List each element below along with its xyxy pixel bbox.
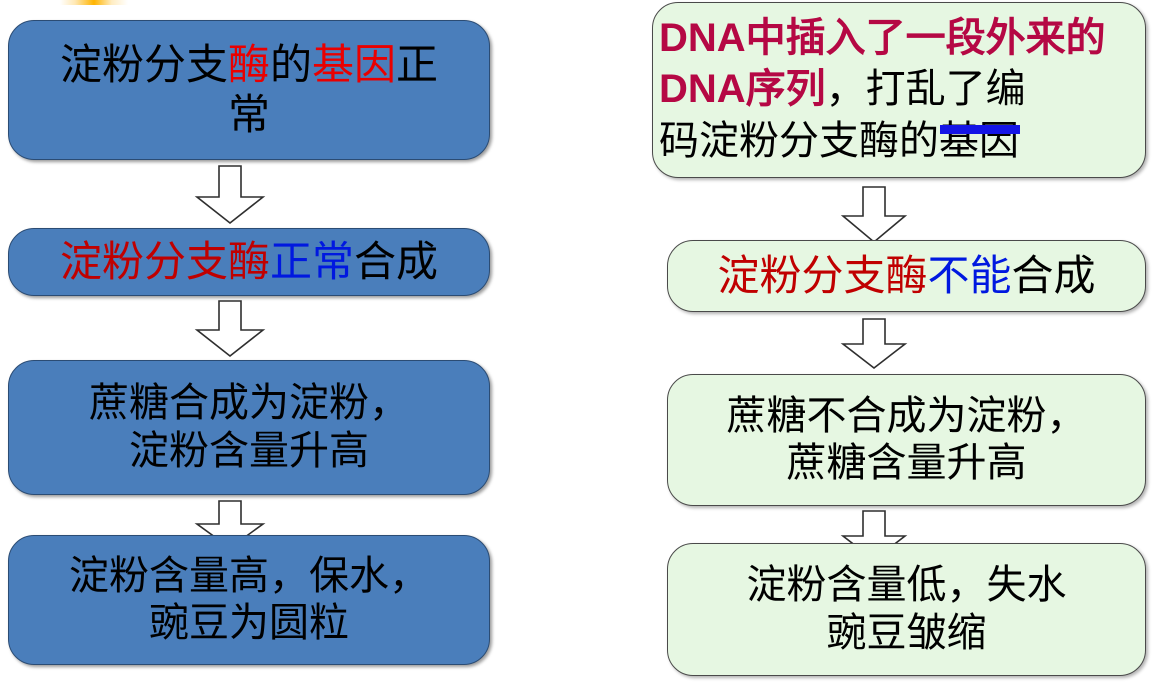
right-box-4-text: 淀粉含量低，失水 豌豆皱缩: [746, 563, 1067, 655]
left-box-3-text: 蔗糖合成为淀粉， 淀粉含量升高: [89, 381, 409, 473]
left-box-3: 蔗糖合成为淀粉， 淀粉含量升高: [8, 360, 490, 495]
left-box-2: 淀粉分支酶正常合成: [8, 228, 490, 296]
right-box-3: 蔗糖不合成为淀粉， 蔗糖含量升高: [667, 374, 1146, 506]
run-text: ，打乱了编 码淀粉分支酶的基因: [659, 67, 1026, 163]
run-text: 合成: [354, 238, 439, 286]
gold-gradient-sliver: [60, 0, 128, 5]
highlight-bar: [940, 125, 1020, 134]
run-text: DNA中插入了一段外来: [659, 16, 1066, 61]
right-arrow-1: [840, 186, 908, 244]
run-text: 基因: [312, 41, 397, 89]
right-box-2: 淀粉分支酶不能合成: [667, 240, 1146, 312]
left-arrow-1: [194, 165, 266, 225]
run-text: 的DNA序列: [659, 16, 1106, 112]
run-text: 不能: [927, 252, 1012, 300]
run-text: 淀粉分支酶: [59, 238, 270, 286]
right-box-1-text: DNA中插入了一段外来的DNA序列，打乱了编 码淀粉分支酶的基因: [653, 13, 1145, 167]
left-box-1: 淀粉分支酶的基因正 常: [8, 20, 490, 160]
run-text: 合成: [1011, 252, 1096, 300]
right-box-4: 淀粉含量低，失水 豌豆皱缩: [667, 543, 1146, 676]
left-box-2-text: 淀粉分支酶正常合成: [9, 237, 489, 287]
run-text: 正 常: [227, 41, 439, 138]
left-arrow-2: [194, 300, 266, 358]
left-box-1-text: 淀粉分支酶的基因正 常: [9, 40, 489, 139]
run-text: 淀粉分支酶: [717, 252, 928, 300]
run-text: 淀粉分支: [59, 41, 228, 89]
right-box-1: DNA中插入了一段外来的DNA序列，打乱了编 码淀粉分支酶的基因: [652, 2, 1146, 178]
right-box-2-text: 淀粉分支酶不能合成: [668, 251, 1145, 301]
right-box-3-text: 蔗糖不合成为淀粉， 蔗糖含量升高: [726, 393, 1087, 485]
left-box-4: 淀粉含量高，保水， 豌豆为圆粒: [8, 535, 490, 665]
run-text: 的: [269, 41, 312, 89]
run-text: 酶: [227, 41, 270, 89]
left-box-4-text: 淀粉含量高，保水， 豌豆为圆粒: [69, 553, 429, 645]
run-text: 正常: [269, 238, 354, 286]
right-arrow-2: [840, 318, 908, 370]
